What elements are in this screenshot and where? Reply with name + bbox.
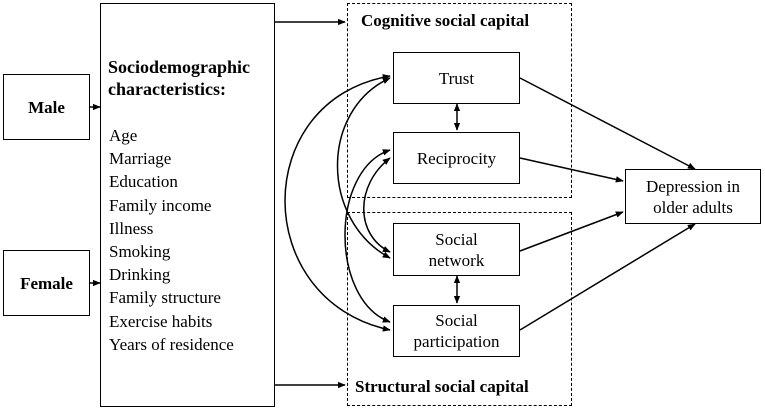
list-item: Age [109, 126, 138, 145]
arrow-reciprocity-to-depression [519, 157, 624, 183]
female-box: Female [3, 250, 90, 316]
curve-reciprocity-network [363, 157, 391, 253]
social-network-box: Social network [393, 223, 520, 276]
list-item: Drinking [109, 265, 171, 285]
covariates-heading-line1: Sociodemographic [108, 57, 250, 77]
reciprocity-box: Reciprocity [393, 132, 520, 184]
social-network-line2: network [428, 250, 485, 270]
list-item: Family structure [109, 288, 221, 308]
social-participation-line2: participation [413, 332, 500, 351]
social-participation-box: Social participation [393, 305, 520, 357]
social-participation-line1: Social [435, 311, 478, 330]
list-item: Marriage [109, 149, 172, 169]
curve-reciprocity-participation [344, 149, 391, 323]
cognitive-capital-title: Cognitive social capital [358, 11, 533, 31]
male-label: Male [28, 97, 65, 117]
depression-line1: Depression in [646, 176, 740, 196]
depression-line2: older adults [653, 197, 733, 217]
social-network-line1: Social [435, 229, 478, 249]
depression-box: Depression in older adults [625, 169, 761, 224]
arrow-network-to-depression [519, 211, 624, 252]
arrow-trust-to-depression [519, 77, 696, 170]
covariates-heading: Sociodemographic characteristics: [108, 56, 250, 100]
list-item: Smoking [109, 242, 171, 262]
trust-box: Trust [393, 52, 520, 104]
structural-capital-title: Structural social capital [352, 377, 532, 397]
list-item: Family income [109, 195, 212, 215]
female-label: Female [20, 273, 73, 293]
covariates-heading-line2: characteristics: [108, 79, 226, 99]
list-item: Education [109, 172, 178, 192]
cognitive-capital-group [347, 3, 572, 198]
covariates-box: Sociodemographic characteristics: Age Ma… [100, 3, 275, 407]
structural-capital-group [347, 212, 572, 406]
trust-label: Trust [438, 68, 475, 88]
male-box: Male [3, 74, 90, 140]
list-item: Illness [109, 218, 154, 238]
list-item: Exercise habits [109, 311, 213, 331]
reciprocity-label: Reciprocity [416, 148, 497, 168]
covariates-list: Age Marriage Education Family income Ill… [109, 124, 234, 356]
curve-trust-participation [284, 74, 391, 332]
list-item: Years of residence [109, 334, 234, 354]
arrow-participation-to-depression [519, 223, 696, 331]
curve-trust-network [336, 77, 391, 259]
